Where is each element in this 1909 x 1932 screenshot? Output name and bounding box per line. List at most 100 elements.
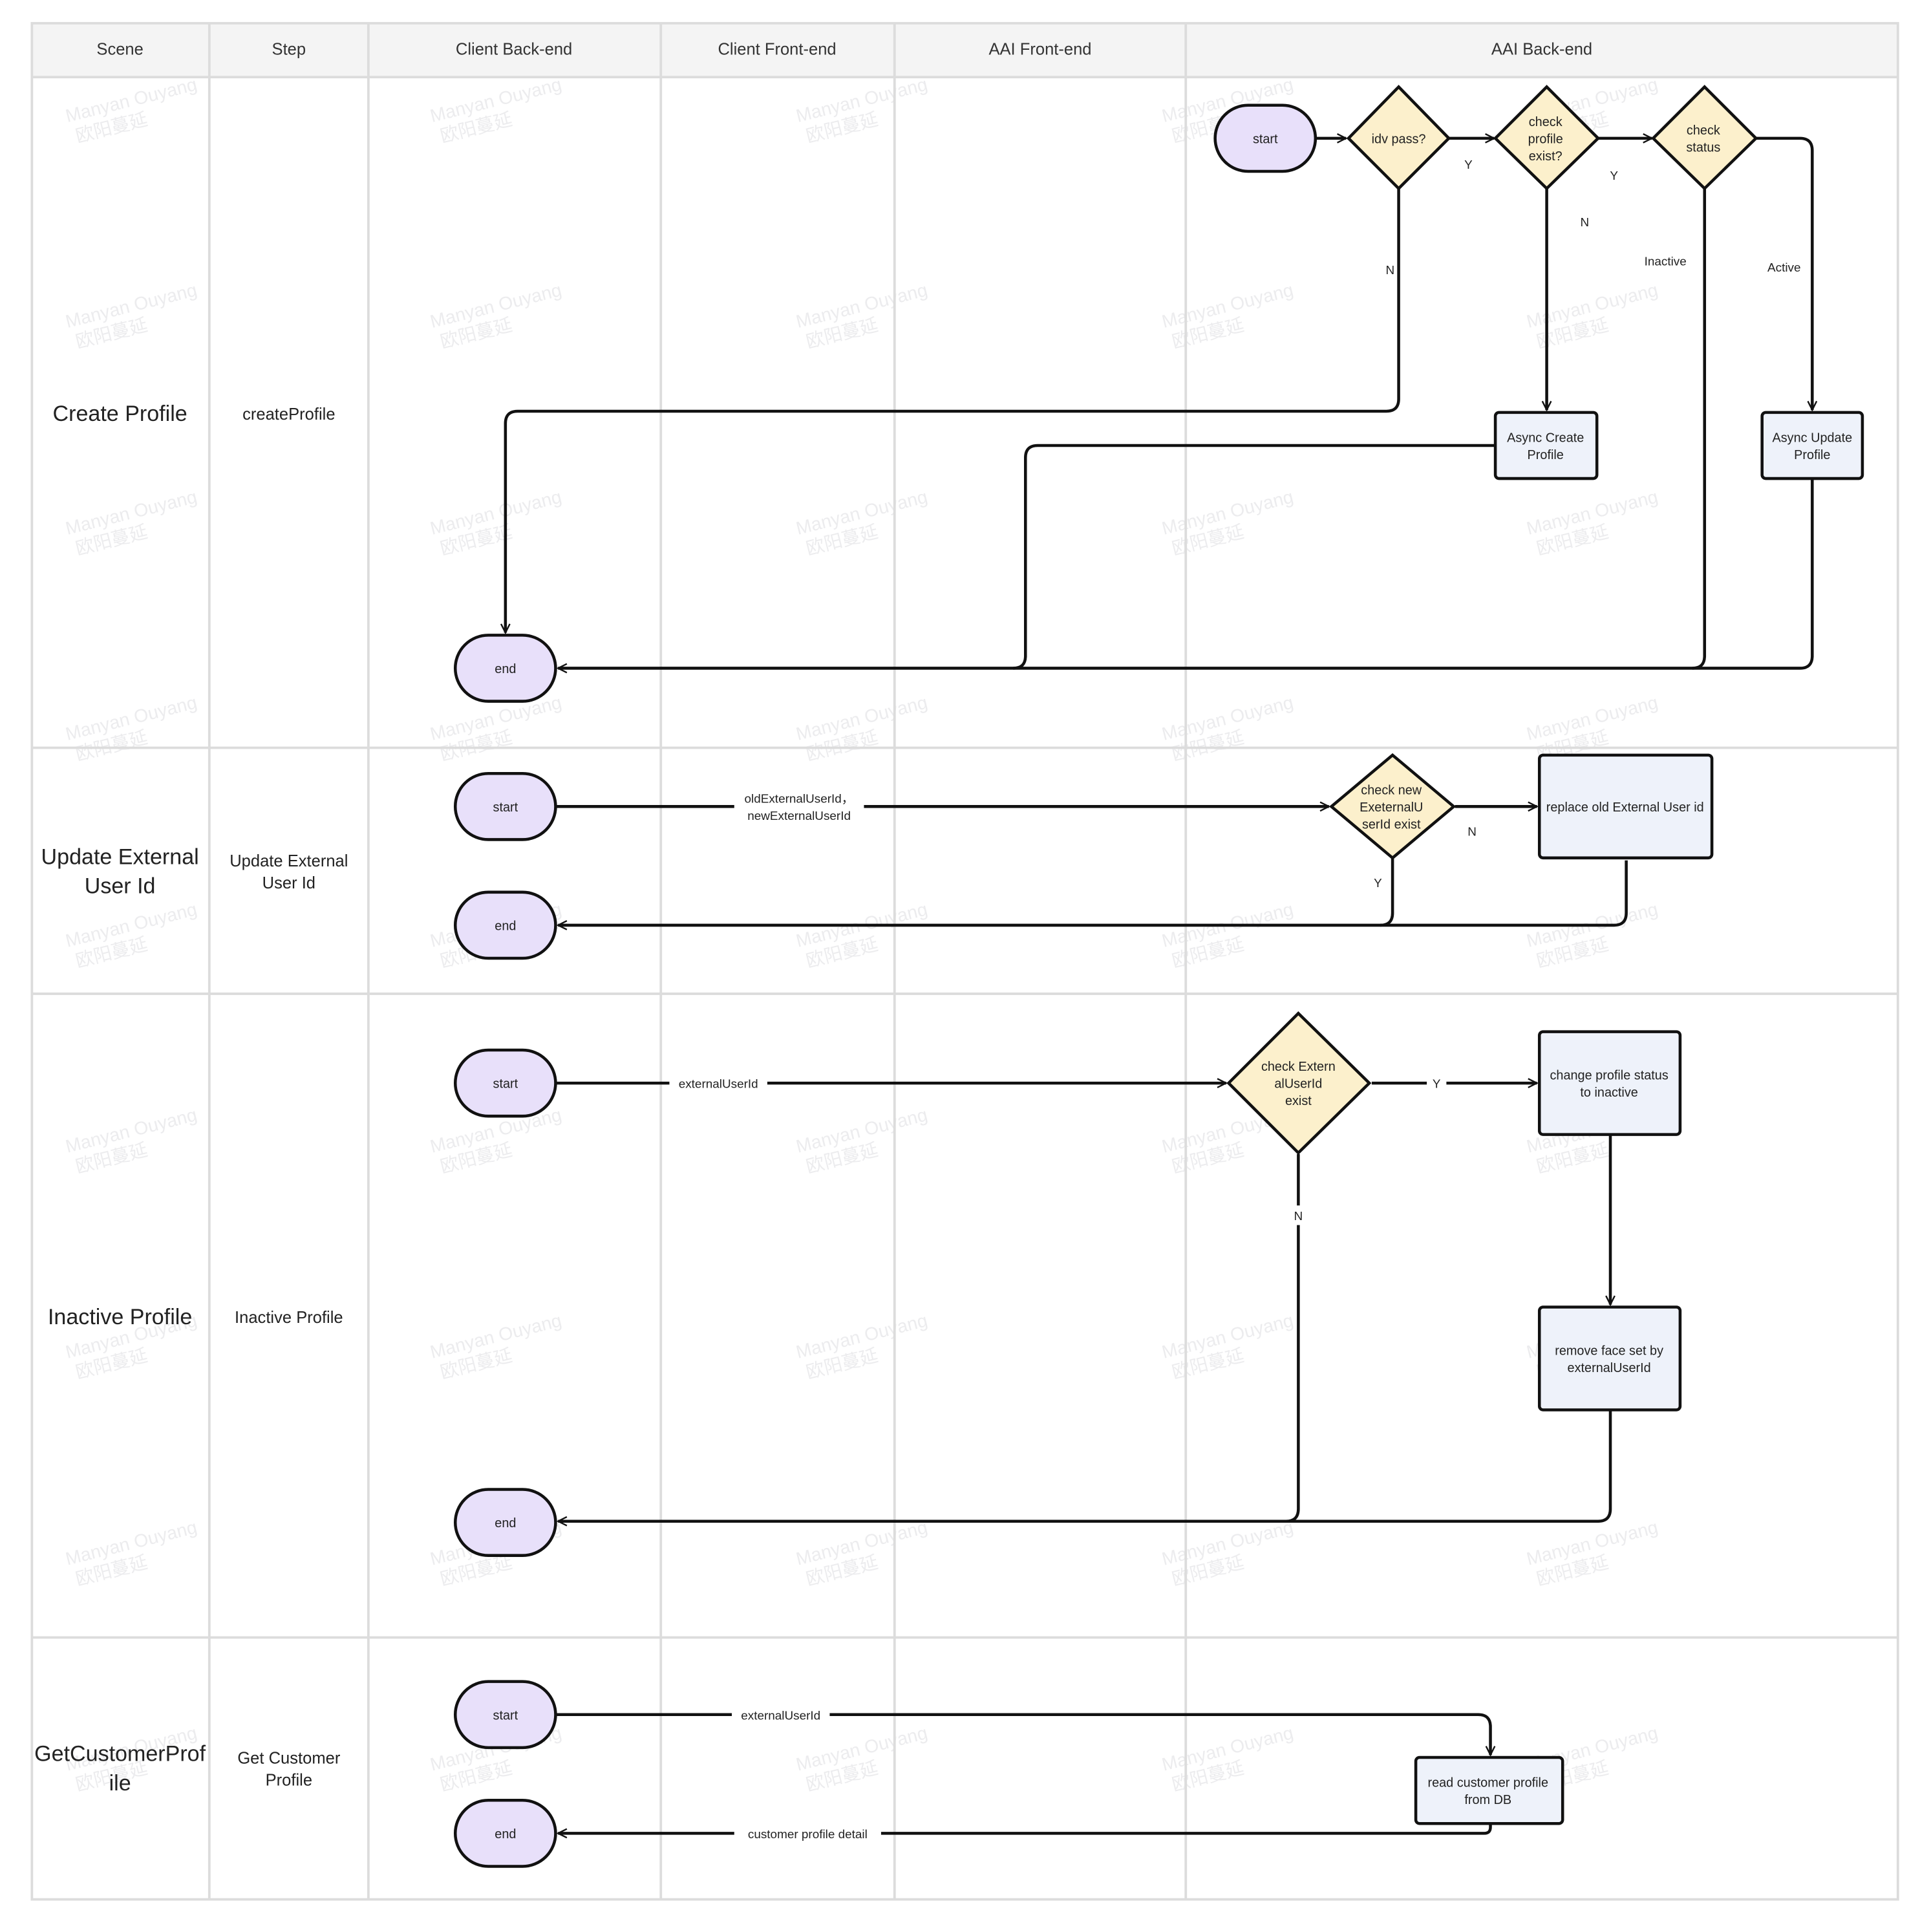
column-header-step: Step: [272, 40, 306, 58]
column-header-client-front-end: Client Front-end: [718, 40, 836, 58]
connector: [558, 1825, 1492, 1833]
connector: [1692, 188, 1707, 670]
end-node: end: [453, 890, 557, 960]
decision-diamond: [1328, 753, 1456, 860]
edge-label-no: N: [1580, 216, 1589, 230]
edge-label-no: N: [1294, 1210, 1303, 1223]
process-box: [1760, 411, 1864, 480]
edge-label-inactive: Inactive: [1645, 255, 1687, 269]
process-box: [1414, 1755, 1564, 1825]
edge-label-no: N: [1385, 264, 1394, 277]
end-label: end: [495, 662, 516, 676]
edge-label-external-user-id: externalUserId: [741, 1709, 820, 1723]
connector: [558, 479, 1814, 668]
decision-diamond: [1226, 1011, 1372, 1155]
end-label: end: [495, 1516, 516, 1530]
process-box: [1493, 411, 1599, 480]
swimlane-grid: [30, 22, 1899, 1901]
start-label: start: [493, 1708, 518, 1723]
end-node: end: [453, 1488, 557, 1557]
end-terminal-shape: [453, 890, 557, 960]
decision-label: idv pass?: [1372, 132, 1426, 146]
edge-label-yes: Y: [1464, 158, 1473, 172]
column-header-aai-front-end: AAI Front-end: [988, 40, 1091, 58]
start-node: start: [453, 771, 557, 841]
process-box: [1537, 1305, 1682, 1411]
grid-border: [30, 22, 1899, 1901]
start-terminal-shape: [453, 1048, 557, 1118]
edge-label-background: [732, 1704, 830, 1724]
process-box: [1537, 1030, 1682, 1136]
idv-pass-decision: idv pass?: [1346, 85, 1451, 191]
edge-label-yes: Y: [1610, 169, 1618, 183]
edge-label-yes: Y: [1374, 877, 1382, 890]
start-terminal-shape: [453, 771, 557, 841]
connector: [1380, 857, 1394, 927]
edge-label-external-user-id: externalUserId: [679, 1078, 758, 1091]
end-terminal-shape: [453, 634, 557, 703]
edge-label-background: [734, 789, 864, 826]
end-node: end: [453, 1798, 557, 1868]
edge-label-external-user-ids: oldExternalUserId，newExternalUserId: [745, 793, 854, 823]
edge-label-active: Active: [1767, 261, 1801, 275]
connector-layer: [506, 138, 1812, 1833]
start-node: start: [453, 1048, 557, 1118]
column-headers: Scene Step Client Back-end Client Front-…: [96, 40, 1592, 58]
decision-diamond: [1651, 85, 1758, 191]
edge-label-no: N: [1467, 826, 1477, 839]
step-label-inactive-profile: Inactive Profile: [235, 1309, 343, 1327]
column-header-scene: Scene: [96, 40, 143, 58]
edge-label-background: [1288, 1205, 1308, 1225]
end-terminal-shape: [453, 1798, 557, 1868]
decision-diamond: [1493, 85, 1601, 191]
connector: [557, 1713, 1490, 1755]
edge-label-yes: Y: [1433, 1078, 1441, 1091]
edge-label-background: [734, 1823, 881, 1843]
end-terminal-shape: [453, 1488, 557, 1557]
connector-labels: Y N Y N Inactive Active oldExternalUserI…: [669, 158, 1801, 1843]
start-label: start: [1253, 132, 1278, 146]
replace-external-user-id-process: replace old External User id: [1537, 753, 1714, 860]
start-terminal-shape: [453, 1680, 557, 1750]
start-label: start: [493, 1077, 518, 1091]
